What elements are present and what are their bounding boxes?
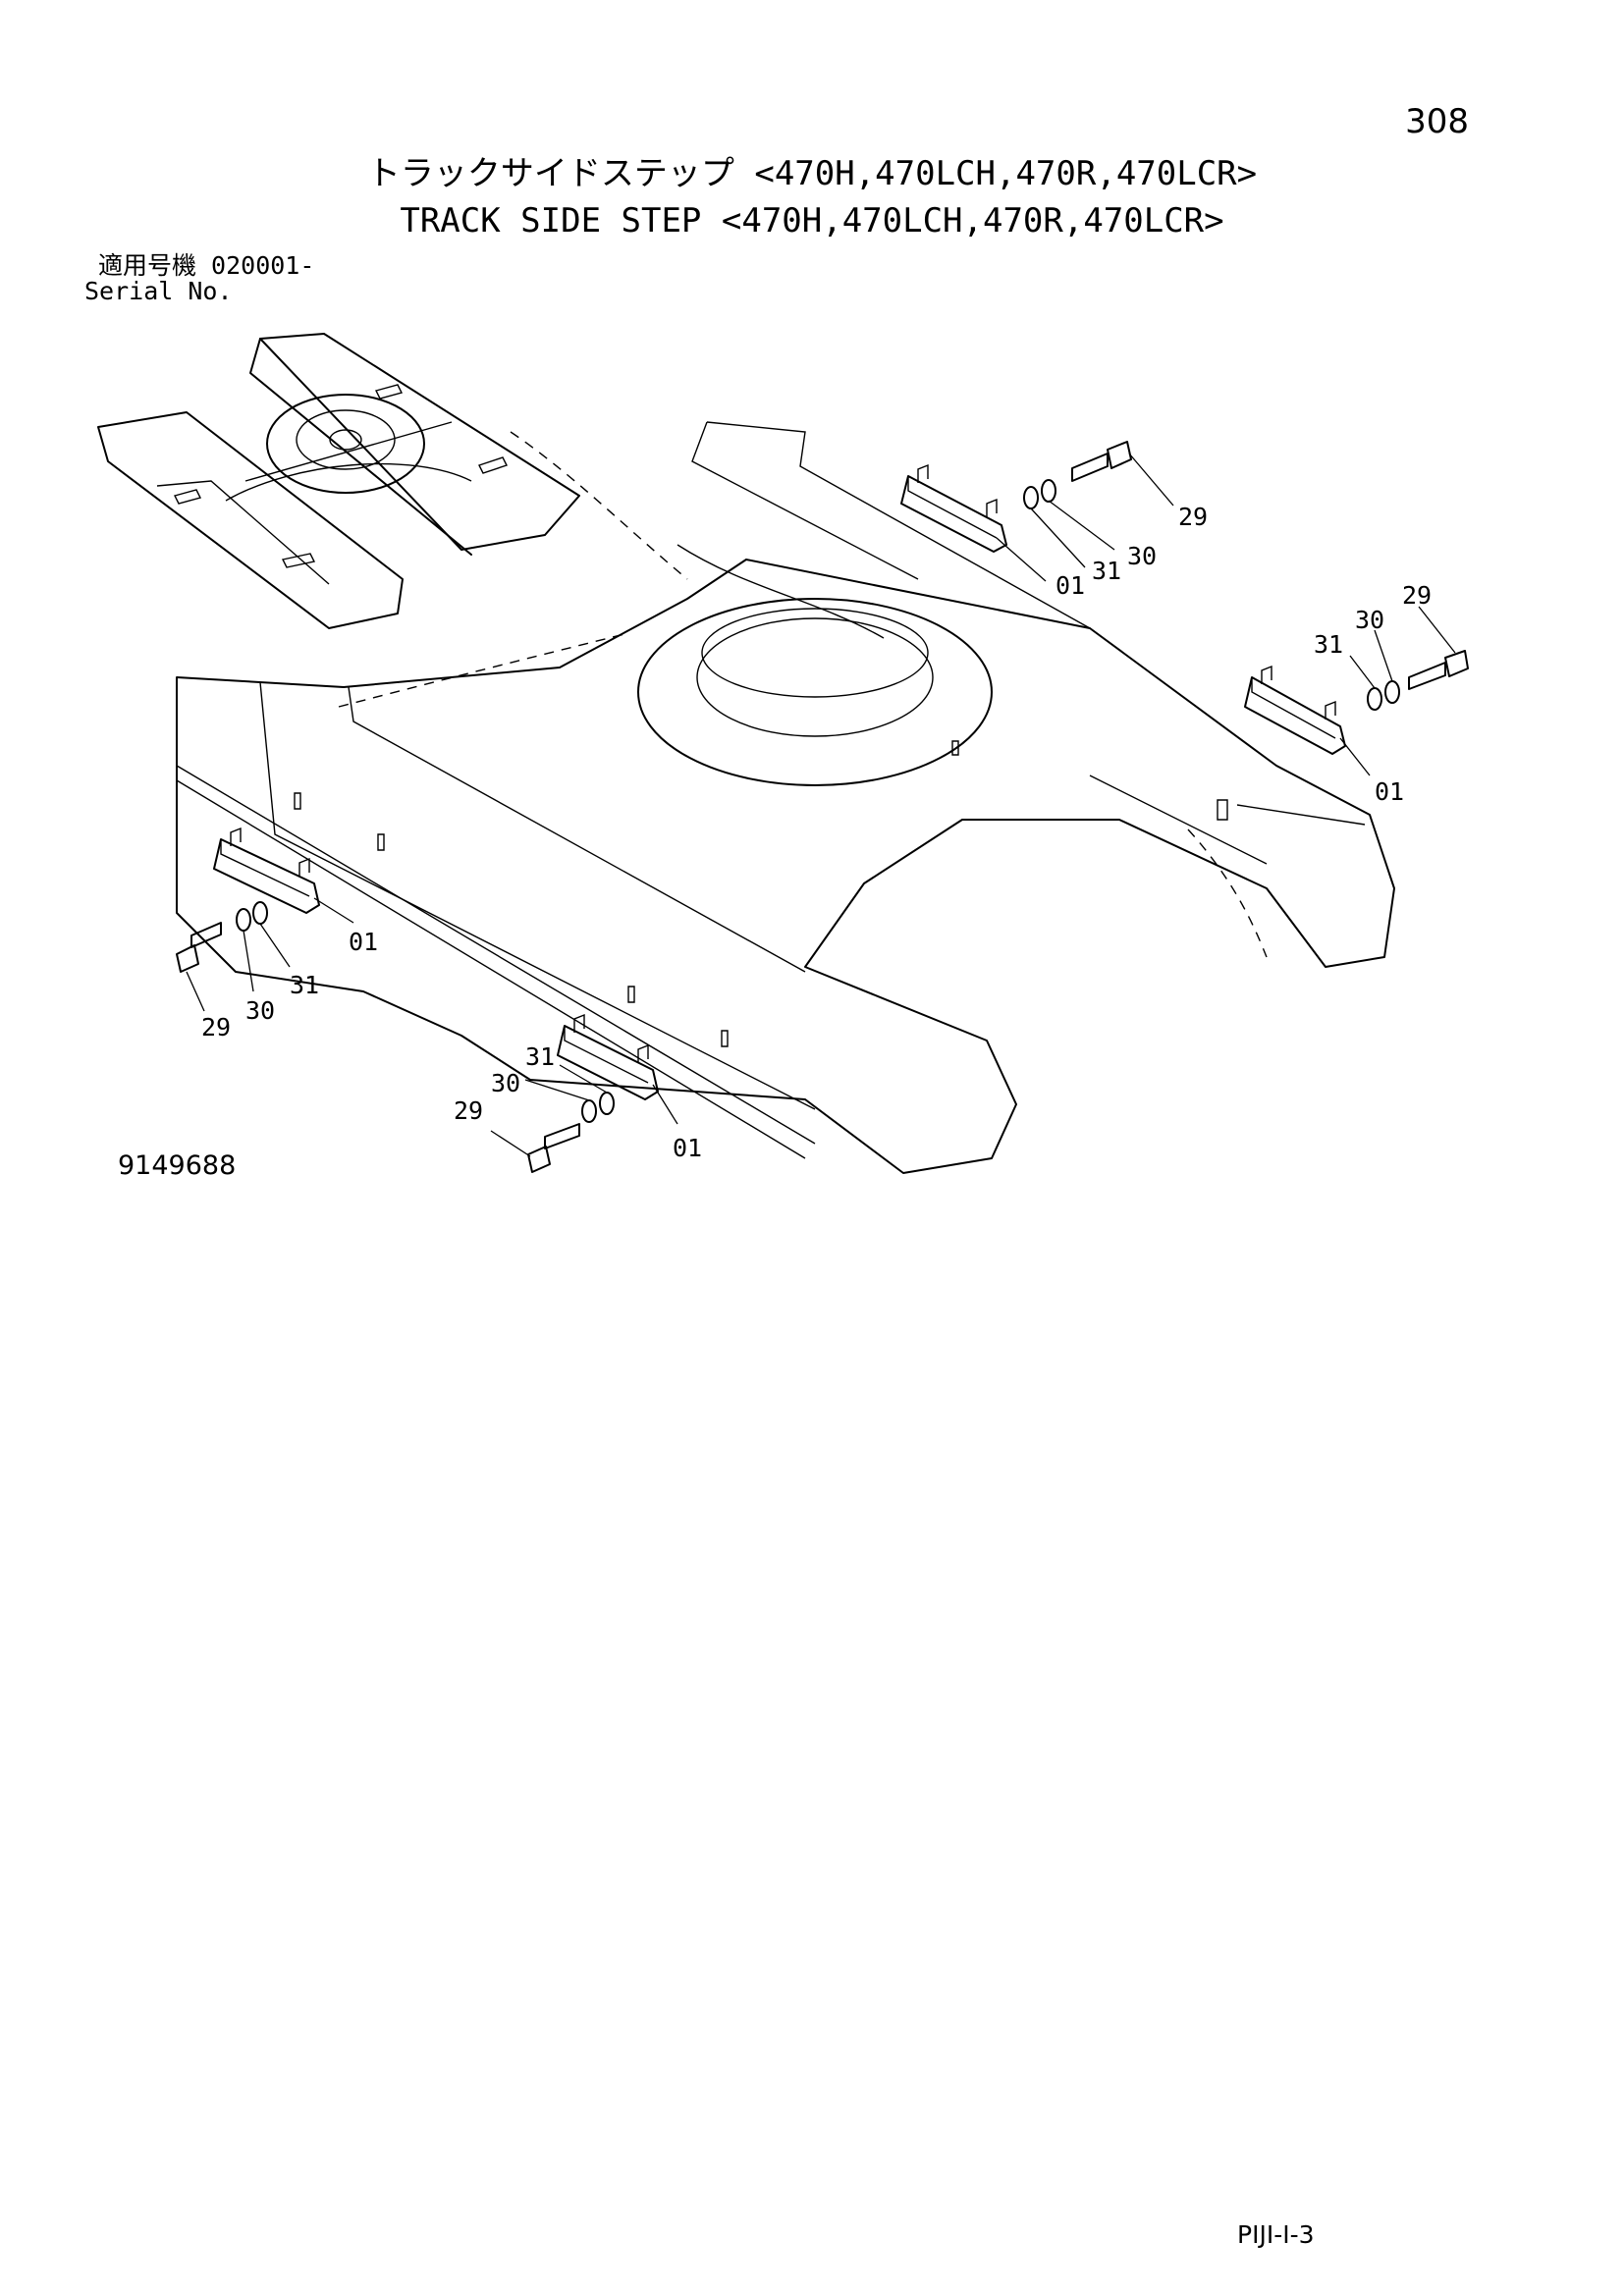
bolt-group-right — [1339, 606, 1469, 776]
callout-30-left: 30 — [245, 996, 275, 1025]
bolt-group-upper — [996, 441, 1174, 582]
callout-01-left: 01 — [349, 928, 378, 956]
callout-29-right: 29 — [1402, 581, 1432, 610]
callout-31-right: 31 — [1314, 630, 1343, 659]
callout-29-upper: 29 — [1178, 503, 1208, 531]
undercarriage-overview — [97, 333, 580, 629]
callout-31-bottom: 31 — [525, 1042, 555, 1071]
track-side-step-upper — [900, 463, 1007, 553]
callout-30-bottom: 30 — [491, 1069, 520, 1097]
title-japanese: トラックサイドステップ <470H,470LCH,470R,470LCR> — [366, 154, 1258, 193]
track-frame — [176, 421, 1395, 1174]
callout-31-left: 31 — [290, 971, 319, 999]
callout-01-right: 01 — [1375, 777, 1404, 806]
serial-label-english: Serial No. — [84, 277, 233, 305]
page-number: 308 — [1405, 102, 1469, 141]
drawing-number: 9149688 — [118, 1150, 237, 1181]
callout-31-upper: 31 — [1092, 557, 1121, 585]
callout-01-upper: 01 — [1056, 571, 1085, 600]
track-side-step-right — [1244, 665, 1346, 755]
track-side-step-left — [213, 827, 385, 914]
callout-30-right: 30 — [1355, 606, 1384, 634]
callout-29-bottom: 29 — [454, 1096, 483, 1125]
bolt-group-bottom — [490, 1064, 678, 1173]
bolt-group-left — [176, 897, 354, 1012]
callout-01-bottom: 01 — [673, 1134, 702, 1162]
serial-label-japanese: 適用号機 020001- — [98, 251, 315, 280]
title-english: TRACK SIDE STEP <470H,470LCH,470R,470LCR… — [400, 201, 1224, 240]
callout-30-upper: 30 — [1127, 542, 1157, 570]
track-side-step-bottom — [557, 1013, 729, 1100]
callout-29-left: 29 — [201, 1013, 231, 1041]
footer-code: PIJI-I-3 — [1237, 2220, 1315, 2249]
